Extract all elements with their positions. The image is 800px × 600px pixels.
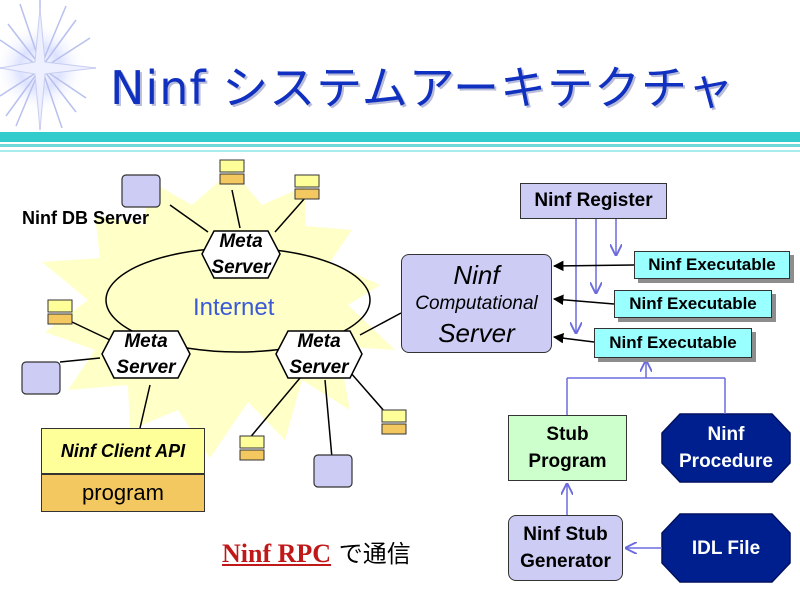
ninf-rpc-link[interactable]: Ninf RPC — [222, 539, 332, 568]
page-title: Ninf システムアーキテクチャ — [110, 61, 735, 115]
stub-generator-line1: Ninf Stub — [523, 524, 608, 545]
meta-server-line2: Server — [289, 357, 349, 378]
ninf-procedure-node[interactable] — [661, 413, 791, 483]
stub-program-line1: Stub — [546, 424, 589, 445]
db-server-label: Ninf DB Server — [22, 208, 150, 228]
meta-server-left-label: Meta Server — [102, 329, 190, 381]
rpc-caption: Ninf RPC で通信 — [222, 534, 411, 569]
internet-burst — [42, 170, 395, 458]
idl-file-label: IDL File — [691, 538, 761, 559]
internet-label: Internet — [193, 294, 275, 321]
stub-generator-line2: Generator — [520, 551, 611, 572]
meta-server-line1: Meta — [297, 331, 341, 352]
computational-server-line1: Ninf — [453, 259, 500, 290]
ninf-executable-3[interactable]: Ninf Executable — [594, 328, 752, 358]
meta-server-top-label: Meta Server — [202, 229, 280, 281]
network-links — [59, 189, 402, 459]
data-icon — [47, 159, 407, 461]
exec-links — [552, 260, 635, 344]
meta-server-line1: Meta — [124, 331, 168, 352]
rpc-caption-rest: で通信 — [331, 540, 411, 568]
db-host[interactable] — [121, 174, 161, 208]
meta-server-line2: Server — [211, 257, 271, 278]
computational-server-box[interactable]: Ninf Computational Server — [401, 254, 552, 353]
meta-server-line2: Server — [116, 357, 176, 378]
stub-generator-box[interactable]: Ninf Stub Generator — [508, 515, 623, 581]
ninf-procedure-label: Ninf Procedure — [662, 421, 790, 475]
program-box[interactable]: program — [41, 474, 205, 512]
ninf-executable-1[interactable]: Ninf Executable — [634, 251, 790, 279]
sparkle-icon — [0, 0, 97, 131]
procedure-line1: Ninf — [707, 424, 745, 445]
meta-server-left[interactable] — [101, 330, 191, 379]
host-bottom[interactable] — [313, 454, 353, 488]
ninf-executable-2[interactable]: Ninf Executable — [614, 290, 772, 318]
register-links — [576, 219, 616, 333]
meta-server-right-label: Meta Server — [276, 329, 362, 381]
meta-server-right[interactable] — [275, 330, 363, 379]
stub-program-line2: Program — [528, 451, 607, 472]
idl-file-node[interactable] — [661, 513, 791, 583]
client-api-box[interactable]: Ninf Client API — [41, 428, 205, 474]
computational-server-line3: Server — [438, 317, 515, 348]
stub-program-box[interactable]: Stub Program — [508, 415, 627, 481]
procedure-line2: Procedure — [679, 451, 773, 472]
meta-server-top[interactable] — [201, 230, 281, 279]
ninf-register-box[interactable]: Ninf Register — [520, 183, 667, 219]
host-left[interactable] — [21, 361, 61, 395]
title-underline — [0, 132, 800, 152]
build-flow — [567, 361, 726, 548]
meta-server-line1: Meta — [219, 231, 263, 252]
computational-server-line2: Computational — [415, 292, 538, 314]
